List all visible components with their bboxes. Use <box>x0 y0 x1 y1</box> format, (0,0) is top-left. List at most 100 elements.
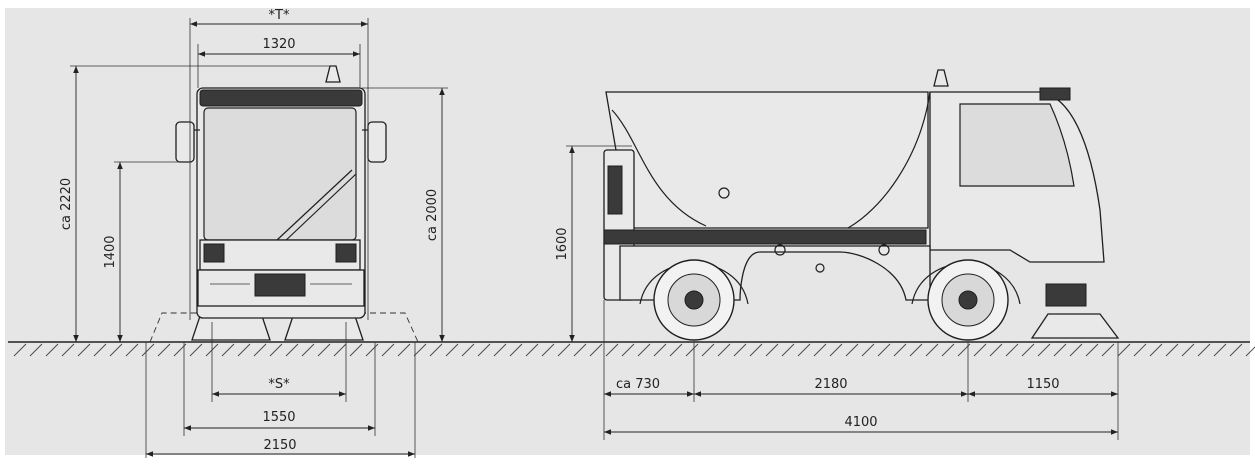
side-cab-window <box>959 103 1075 187</box>
hatch-stroke <box>701 343 715 357</box>
hatch-stroke <box>509 343 523 357</box>
hatch-stroke <box>413 343 427 357</box>
hatch-stroke <box>477 343 491 357</box>
front-headlight-left <box>203 243 225 263</box>
dim-side-rear-overhang: 1150 <box>1026 377 1059 392</box>
front-brush-outline <box>149 312 200 343</box>
hatch-stroke <box>765 343 779 357</box>
ground-hatching <box>13 343 1255 357</box>
hatch-stroke <box>445 343 459 357</box>
hatch-stroke <box>669 343 683 357</box>
hatch-stroke <box>1245 346 1255 357</box>
hatch-stroke <box>285 343 299 357</box>
hatch-stroke <box>189 343 203 357</box>
hatch-stroke <box>1117 343 1131 357</box>
hatch-stroke <box>1053 343 1067 357</box>
hatch-stroke <box>221 343 235 357</box>
dim-front-height-1400: 1400 <box>103 235 118 268</box>
hatch-stroke <box>861 343 875 357</box>
hatch-stroke <box>1181 343 1195 357</box>
hatch-stroke <box>333 343 347 357</box>
hatch-stroke <box>733 343 747 357</box>
dim-front-T: *T* <box>269 8 290 23</box>
hatch-stroke <box>925 343 939 357</box>
hatch-stroke <box>77 343 91 357</box>
dim-front-height-2220: ca 2220 <box>59 178 74 230</box>
hatch-stroke <box>365 343 379 357</box>
hatch-stroke <box>397 343 411 357</box>
hatch-stroke <box>253 343 267 357</box>
hatch-stroke <box>1069 343 1083 357</box>
side-rear-light <box>607 165 623 215</box>
hatch-stroke <box>109 343 123 357</box>
front-mirror-left <box>175 121 195 163</box>
front-left-brush <box>191 315 271 341</box>
front-windscreen <box>203 107 357 241</box>
hatch-stroke <box>1005 343 1019 357</box>
hatch-stroke <box>717 343 731 357</box>
front-chassis-detail <box>254 273 306 297</box>
hatch-stroke <box>941 343 955 357</box>
hatch-stroke <box>1085 343 1099 357</box>
side-front-wheel <box>927 259 1009 341</box>
hatch-stroke <box>973 343 987 357</box>
dim-front-1320: 1320 <box>262 37 295 52</box>
hatch-stroke <box>237 343 251 357</box>
front-lower-panel <box>199 239 361 271</box>
side-beacon <box>933 69 949 87</box>
hatch-stroke <box>621 343 635 357</box>
hatch-stroke <box>29 343 43 357</box>
hatch-stroke <box>989 343 1003 357</box>
hatch-stroke <box>605 343 619 357</box>
hatch-stroke <box>429 343 443 357</box>
hatch-stroke <box>1165 343 1179 357</box>
hatch-stroke <box>93 343 107 357</box>
hatch-stroke <box>1197 343 1211 357</box>
hatch-stroke <box>829 343 843 357</box>
hatch-stroke <box>653 343 667 357</box>
hatch-stroke <box>637 343 651 357</box>
hatch-stroke <box>1021 343 1035 357</box>
front-right-brush <box>284 315 364 341</box>
dim-side-front-overhang: ca 730 <box>616 377 660 392</box>
hatch-stroke <box>1213 343 1227 357</box>
dim-side-total-length: 4100 <box>844 415 877 430</box>
hatch-stroke <box>125 343 139 357</box>
front-mirror-right <box>367 121 387 163</box>
hatch-stroke <box>349 343 363 357</box>
dim-side-wheelbase: 2180 <box>814 377 847 392</box>
front-dimensions: *T* 1320 ca 2220 1400 ca 2000 *S* 1550 2… <box>59 8 448 458</box>
side-chassis-stripe <box>603 229 927 245</box>
hatch-stroke <box>1037 343 1051 357</box>
side-view <box>603 69 1120 341</box>
hatch-stroke <box>13 343 27 357</box>
hatch-stroke <box>317 343 331 357</box>
hatch-stroke <box>845 343 859 357</box>
hatch-stroke <box>157 343 171 357</box>
hatch-stroke <box>541 343 555 357</box>
hatch-stroke <box>813 343 827 357</box>
hatch-stroke <box>589 343 603 357</box>
hatch-stroke <box>61 343 75 357</box>
front-view <box>149 65 419 343</box>
side-dimensions: 1600 ca 730 2180 1150 4100 <box>555 145 1119 440</box>
dim-front-1550: 1550 <box>262 410 295 425</box>
side-front-bumper <box>1045 283 1087 307</box>
hatch-stroke <box>573 343 587 357</box>
hatch-stroke <box>909 343 923 357</box>
side-roof-light <box>1039 87 1071 101</box>
front-roof-bar <box>199 89 363 107</box>
hatch-stroke <box>45 343 59 357</box>
hatch-stroke <box>797 343 811 357</box>
hatch-stroke <box>1133 343 1147 357</box>
hatch-stroke <box>749 343 763 357</box>
dim-front-height-2000: ca 2000 <box>425 189 440 241</box>
hatch-stroke <box>301 343 315 357</box>
front-beacon <box>325 65 341 83</box>
dim-front-S: *S* <box>268 377 290 392</box>
hatch-stroke <box>141 343 155 357</box>
hatch-stroke <box>781 343 795 357</box>
hatch-stroke <box>381 343 395 357</box>
